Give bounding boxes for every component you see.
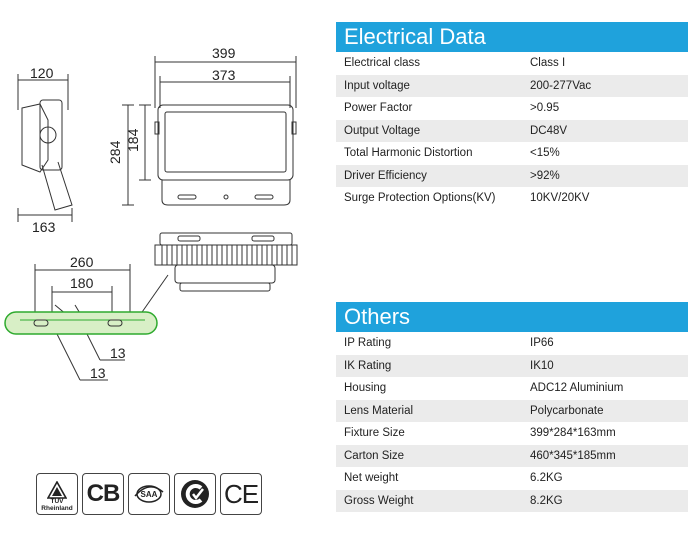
top-view-drawing (154, 232, 298, 292)
table-row: Total Harmonic Distortion <15% (336, 142, 688, 165)
electrical-data-table: Electrical class Class I Input voltage 200… (336, 52, 688, 210)
dim-184: 184 (125, 128, 141, 152)
dim-373: 373 (212, 67, 236, 83)
saa-label: SAA (141, 490, 158, 499)
row-label: Lens Material (344, 404, 414, 417)
saa-logo: SAA (128, 473, 170, 515)
dim-13-a: 13 (110, 345, 126, 361)
row-value: 399*284*163mm (530, 427, 616, 439)
table-row: Carton Size 460*345*185mm (336, 444, 688, 467)
row-label: Output Voltage (344, 124, 421, 137)
c-tick-icon (181, 480, 209, 508)
tuv-triangle-icon (47, 481, 67, 499)
table-row: Housing ADC12 Aluminium (336, 377, 688, 400)
dim-180: 180 (70, 275, 94, 291)
saa-mark-icon: SAA (134, 485, 164, 503)
row-label: Fixture Size (344, 427, 405, 439)
row-label: Driver Efficiency (344, 169, 427, 182)
others-table: IP Rating IP66 IK Rating IK10 Housing ADC12… (336, 332, 688, 512)
row-label: Input voltage (344, 79, 410, 92)
row-value: 6.2KG (530, 472, 563, 484)
row-value: >92% (530, 169, 560, 182)
table-row: Net weight 6.2KG (336, 467, 688, 490)
row-value: DC48V (530, 124, 568, 137)
row-label: IK Rating (344, 359, 392, 372)
table-row: IP Rating IP66 (336, 332, 688, 355)
row-label: Total Harmonic Distortion (344, 147, 473, 159)
row-value: Polycarbonate (530, 404, 604, 417)
table-row: Lens Material Polycarbonate (336, 399, 688, 422)
row-value: 10KV/20KV (530, 192, 590, 204)
row-label: Carton Size (344, 449, 405, 462)
row-value: IP66 (530, 337, 554, 349)
tuv-label: TÜV Rheinland (41, 498, 73, 512)
electrical-data-title: Electrical Data (336, 22, 688, 52)
row-value: 460*345*185mm (530, 449, 616, 462)
ce-label: CE (223, 478, 259, 509)
row-value: <15% (530, 147, 560, 159)
table-row: Power Factor >0.95 (336, 97, 688, 120)
row-value: ADC12 Aluminium (530, 382, 624, 394)
certification-logos: TÜV Rheinland CB SAA CE (36, 473, 262, 515)
tuv-logo: TÜV Rheinland (36, 473, 78, 515)
table-row: Fixture Size 399*284*163mm (336, 422, 688, 445)
table-row: Driver Efficiency >92% (336, 164, 688, 187)
others-title: Others (336, 302, 688, 332)
row-label: IP Rating (344, 337, 392, 349)
row-label: Power Factor (344, 102, 413, 114)
table-row: Surge Protection Options(KV) 10KV/20KV (336, 187, 688, 210)
electrical-data-panel: Electrical Data Electrical class Class I … (336, 22, 688, 210)
row-value: Class I (530, 57, 566, 69)
side-view-drawing (17, 74, 73, 222)
row-label: Electrical class (344, 57, 421, 69)
row-label: Surge Protection Options(KV) (344, 192, 496, 204)
front-view-drawing (122, 56, 297, 206)
row-label: Net weight (344, 472, 399, 484)
dim-399: 399 (212, 45, 236, 61)
table-row: Electrical class Class I (336, 52, 688, 75)
dim-120: 120 (30, 65, 54, 81)
table-row: Gross Weight 8.2KG (336, 489, 688, 512)
bracket-highlight (4, 311, 158, 335)
technical-drawing: 120 163 399 373 284 184 260 180 13 13 (4, 45, 298, 381)
row-value: >0.95 (530, 102, 560, 114)
dim-260: 260 (70, 254, 94, 270)
row-value: IK10 (530, 359, 554, 372)
row-label: Gross Weight (344, 494, 414, 507)
table-row: Output Voltage DC48V (336, 119, 688, 142)
c-tick-logo (174, 473, 216, 515)
dim-13-b: 13 (90, 365, 106, 381)
row-value: 8.2KG (530, 494, 563, 507)
table-row: Input voltage 200-277Vac (336, 74, 688, 97)
ce-logo: CE (220, 473, 262, 515)
cb-label: CB (86, 480, 121, 507)
others-panel: Others IP Rating IP66 IK Rating IK10 Housi… (336, 302, 688, 512)
row-value: 200-277Vac (530, 79, 592, 92)
table-row: IK Rating IK10 (336, 354, 688, 377)
cb-logo: CB (82, 473, 124, 515)
dim-163: 163 (32, 219, 56, 235)
row-label: Housing (344, 382, 387, 394)
dim-284: 284 (107, 140, 123, 164)
